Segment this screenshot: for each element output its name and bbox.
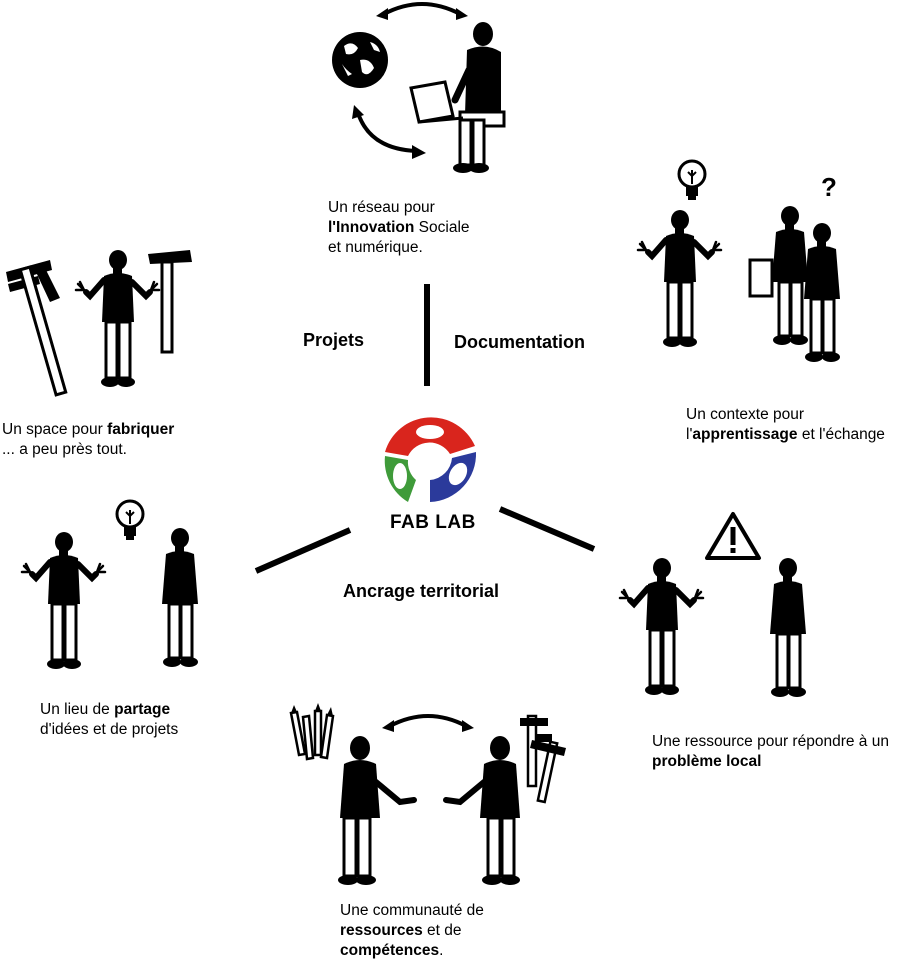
connector-left [254,527,352,574]
warning-icon [705,512,761,560]
caption-network: Un réseau pour l'Innovation Sociale et n… [328,199,470,256]
person-standing [160,526,200,669]
fablab-logo-text: FAB LAB [390,512,476,533]
pencils-icon [289,703,335,761]
label-ancrage-territorial: Ancrage territorial [343,581,500,601]
exchange-arrow-icon [376,2,468,20]
lightbulb-icon [115,499,145,540]
fablab-logo-icon [384,417,477,502]
caliper-icon [520,714,566,804]
connector-right [498,506,596,552]
person-gesturing [640,212,730,362]
hammer-icon [530,740,566,804]
caption-community: Une communauté de ressources et de compé… [340,902,484,959]
person-standing [802,221,842,364]
caption-fabricate: Un space pour fabriquer ... a peu près t… [2,421,175,458]
person-gesturing [338,736,417,885]
person-gesturing [443,736,520,885]
caliper-icon [6,260,68,397]
caption-local-problem: Une ressource pour répondre à un problèm… [652,733,889,770]
person-with-document [748,204,810,347]
label-documentation: Documentation [454,332,586,352]
caption-learning: Un contexte pour l'apprentissage et l'éc… [686,406,885,443]
caption-sharing: Un lieu de partage d'idées et de projets [40,701,179,738]
globe-icon [332,32,388,88]
person-with-laptop [409,22,506,173]
person-gesturing [24,534,114,684]
question-icon: ? [821,172,837,202]
person-standing [768,556,808,699]
hammer-icon [148,250,192,354]
lightbulb-icon [677,159,707,200]
label-projets: Projets [303,330,365,350]
exchange-arrow-icon [352,105,426,159]
exchange-arrow-icon [382,714,474,732]
laptop-icon [409,80,464,124]
person-gesturing [622,560,712,710]
